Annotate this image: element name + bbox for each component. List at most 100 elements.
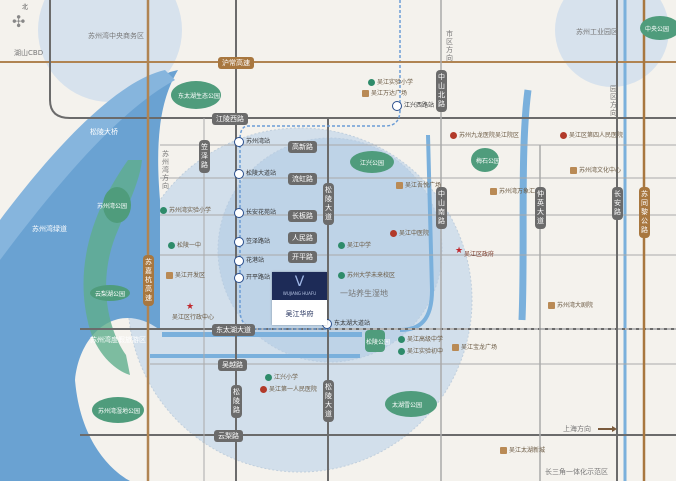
poi-school: 松陵一中 xyxy=(168,240,201,249)
park-label: 东太湖生态公园 xyxy=(178,93,221,100)
school-icon xyxy=(368,79,375,86)
park-blob xyxy=(171,81,221,109)
road-small5: 开平路 xyxy=(288,251,317,263)
school-icon xyxy=(398,336,405,343)
area-integration: 长三角一体化示范区 xyxy=(545,468,608,476)
park-blob xyxy=(92,397,144,423)
road-v6: 中山南路 xyxy=(436,187,447,229)
poi-commercial: 苏州湾大剧院 xyxy=(548,300,593,309)
metro-icon xyxy=(234,207,244,218)
government-star-icon: ★ xyxy=(455,246,463,256)
road-v3: 松陵路 xyxy=(231,385,242,418)
poi-government: 吴江区行政中心 xyxy=(172,314,215,321)
poi-hospital: 吴江区第四人民医院 xyxy=(560,130,623,139)
road-v4-south: 松陵大道 xyxy=(323,380,334,422)
school-icon xyxy=(398,348,405,355)
poi-school: 苏州大学未来校区 xyxy=(338,270,395,279)
road-v8: 长安路 xyxy=(612,187,623,220)
poi-school: 吴江实验小学 xyxy=(368,77,413,86)
metro-icon xyxy=(234,136,244,147)
park-label: 中央公园 xyxy=(645,26,670,33)
industrial-circle xyxy=(555,0,669,87)
poi-school: 苏州湾实验小学 xyxy=(160,205,211,214)
compass-icon: ✣ xyxy=(12,12,26,31)
metro-station: 东太湖大道站 xyxy=(322,318,370,329)
park-blob xyxy=(471,148,499,172)
poi-hospital: 吴江第一人民医院 xyxy=(260,384,317,393)
poi-commercial: 吴江万达广场 xyxy=(362,88,407,97)
poi-commercial: 吴江开发区 xyxy=(166,270,205,279)
project-marker[interactable]: V WUJIANG HUAFU 吴江华府 xyxy=(272,272,327,325)
school-icon xyxy=(338,242,345,249)
road-small2: 流虹路 xyxy=(288,173,317,185)
poi-commercial: 苏州湾万象汇 xyxy=(490,186,535,195)
school-icon xyxy=(168,242,175,249)
road-v4: 松陵大道 xyxy=(323,183,334,225)
poi-commercial: 吴江吾悦广场 xyxy=(396,180,441,189)
area-lake-road: 苏州湾绿道 xyxy=(32,225,67,233)
park-blob xyxy=(385,391,437,417)
metro-icon xyxy=(234,272,244,283)
metro-station: 开平路站 xyxy=(234,272,270,283)
hospital-icon xyxy=(560,132,567,139)
project-name: 吴江华府 xyxy=(285,310,314,318)
road-small4: 人民路 xyxy=(288,232,317,244)
park-label: 江兴公园 xyxy=(360,160,385,167)
park-label: 太湖雪公园 xyxy=(392,402,423,409)
road-v1: 苏嘉杭高速 xyxy=(143,255,154,306)
hospital-icon xyxy=(390,230,397,237)
metro-station: 笠泽路站 xyxy=(234,236,270,247)
hospital-icon xyxy=(450,132,457,139)
poi-hospital: 吴江中医院 xyxy=(390,228,429,237)
metro-station: 苏州湾站 xyxy=(234,136,270,147)
area-resort: 苏州湾度假旅游区 xyxy=(90,336,146,344)
road-v2: 笠泽路 xyxy=(199,140,210,173)
mall-icon xyxy=(166,272,173,279)
road-h4: 吴越路 xyxy=(218,359,247,371)
metro-icon xyxy=(234,168,244,179)
park-blob xyxy=(350,151,394,173)
mall-icon xyxy=(396,182,403,189)
direction-shanghai: 上海方向 xyxy=(563,425,591,433)
government-star-icon: ★ xyxy=(186,302,194,312)
metro-station: 江兴西路站 xyxy=(392,100,434,111)
road-h1: 沪常高速 xyxy=(218,57,254,69)
mall-icon xyxy=(490,188,497,195)
park-label: 苏州湾公园 xyxy=(97,203,128,210)
park-label: 梅石公园 xyxy=(476,158,501,165)
metro-icon xyxy=(234,236,244,247)
park-blob xyxy=(640,16,676,40)
park-label: 松陵公园 xyxy=(366,339,391,346)
direction-north-city: 市区方向 xyxy=(446,30,453,62)
poi-government: 吴江区政府 xyxy=(464,251,495,258)
park-label: 云梨湖公园 xyxy=(95,291,126,298)
poi-school: 吴江中学 xyxy=(338,240,371,249)
mall-icon xyxy=(548,302,555,309)
road-v7: 仲英大道 xyxy=(535,187,546,229)
school-icon xyxy=(160,207,167,214)
metro-icon xyxy=(234,255,244,266)
metro-station: 长安花苑站 xyxy=(234,207,276,218)
compass-label: 北 xyxy=(22,4,29,11)
school-icon xyxy=(265,374,272,381)
mall-icon xyxy=(500,447,507,454)
park-blob xyxy=(365,330,385,352)
metro-icon xyxy=(392,100,402,111)
area-cbd: 湖山CBD xyxy=(14,49,44,57)
mall-icon xyxy=(570,167,577,174)
park-label: 苏州湾湿地公园 xyxy=(98,408,141,415)
poi-commercial: 吴江太湖新城 xyxy=(500,445,545,454)
park-blob xyxy=(103,187,131,223)
mall-icon xyxy=(452,344,459,351)
road-h3: 东太湖大道 xyxy=(212,324,255,336)
poi-school: 吴江高级中学 xyxy=(398,334,443,343)
road-h2: 江陵西路 xyxy=(212,113,248,125)
park-blob xyxy=(90,285,130,301)
road-small1: 高新路 xyxy=(288,141,317,153)
road-v9: 苏同黎公路 xyxy=(639,187,650,238)
area-ecology: 一站养生湿地 xyxy=(340,289,388,298)
school-icon xyxy=(338,272,345,279)
poi-hospital: 苏州九龙医院吴江院区 xyxy=(450,130,519,139)
poi-commercial: 苏州湾文化中心 xyxy=(570,165,621,174)
